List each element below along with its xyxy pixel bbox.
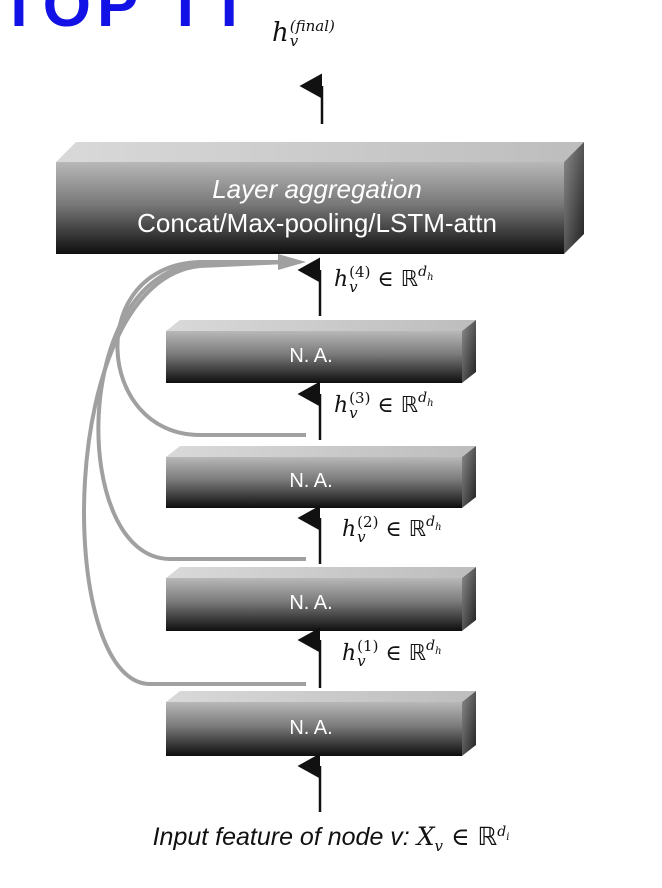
top-cropped-heading: TOP TT <box>0 0 255 40</box>
na-label-4: N. A. <box>289 345 333 367</box>
na-box-1-side <box>462 691 476 756</box>
na-box-3-side <box>462 446 476 508</box>
hidden-label-2: h(2)v ∈ ℝdh <box>342 514 442 545</box>
input-caption-exp-sub: i <box>506 831 510 843</box>
na-box-4-side <box>462 320 476 383</box>
hidden-label-2-rel: ∈ <box>385 517 402 542</box>
hidden-label-3-exp: d <box>418 390 428 406</box>
hidden-label-3-space: ℝ <box>400 393 419 418</box>
hidden-label-1: h(1)v ∈ ℝdh <box>342 638 442 669</box>
aggregation-box-front <box>56 162 564 254</box>
na-label-1: N. A. <box>289 717 333 739</box>
hidden-label-3-base: h <box>334 393 349 418</box>
na-box-1-front <box>166 702 462 756</box>
na-box-4-top <box>166 320 476 331</box>
skip-arrowhead <box>278 254 306 270</box>
hidden-label-1-rel: ∈ <box>385 641 402 666</box>
na-box-1-top <box>166 691 476 702</box>
hidden-label-3-sub: v <box>349 404 358 422</box>
na-box-2-top <box>166 567 476 578</box>
hidden-label-1-exp: d <box>426 638 436 654</box>
vertical-arrows <box>297 73 324 812</box>
na-box-3-top <box>166 446 476 457</box>
skip-arrow-from-layer1 <box>82 260 306 686</box>
skip-arrow-from-layer3 <box>115 260 306 437</box>
hidden-label-4-sub: v <box>349 278 358 296</box>
input-caption-math-base: X <box>416 822 435 851</box>
hidden-label-2-sup: (2) <box>357 513 379 531</box>
aggregation-box <box>56 142 584 254</box>
input-caption-text: Input feature of node v: <box>152 823 417 851</box>
na-label-3: N. A. <box>289 470 333 492</box>
na-box-4-front <box>166 331 462 383</box>
hidden-label-1-sub: v <box>357 652 366 670</box>
hidden-label-2-exp: d <box>426 514 436 530</box>
hidden-label-1-exp-sub: h <box>435 645 442 657</box>
hidden-label-4-sup: (4) <box>349 263 371 281</box>
aggregation-box-side <box>564 142 584 254</box>
na-box-2-side <box>462 567 476 631</box>
input-caption-rel: ∈ <box>450 822 470 851</box>
hidden-label-3: h(3)v ∈ ℝdh <box>334 390 434 421</box>
na-box-1 <box>166 691 476 756</box>
hidden-label-2-base: h <box>342 517 357 542</box>
hidden-label-3-sup: (3) <box>349 389 371 407</box>
input-caption-math-sub: v <box>434 837 443 855</box>
aggregation-subtitle: Concat/Max-pooling/LSTM-attn <box>137 208 497 238</box>
output-label-sup: (final) <box>289 17 335 35</box>
hidden-label-4-rel: ∈ <box>377 267 394 292</box>
output-label: h(final)v <box>272 18 335 49</box>
input-caption-space: ℝ <box>477 822 498 851</box>
hidden-label-4-exp: d <box>418 264 428 280</box>
output-label-base: h <box>272 18 289 48</box>
hidden-label-3-exp-sub: h <box>427 397 434 409</box>
hidden-label-4-exp-sub: h <box>427 271 434 283</box>
hidden-label-2-sub: v <box>357 528 366 546</box>
input-caption: Input feature of node v: Xv ∈ ℝdi <box>0 822 662 855</box>
hidden-label-1-sup: (1) <box>357 637 379 655</box>
hidden-label-4: h(4)v ∈ ℝdh <box>334 264 434 295</box>
aggregation-box-top <box>56 142 584 162</box>
hidden-label-4-base: h <box>334 267 349 292</box>
na-box-4 <box>166 320 476 383</box>
hidden-label-2-exp-sub: h <box>435 521 442 533</box>
skip-connections <box>82 260 306 686</box>
aggregation-title: Layer aggregation <box>212 174 422 204</box>
hidden-label-1-base: h <box>342 641 357 666</box>
hidden-label-1-space: ℝ <box>408 641 427 666</box>
hidden-label-4-space: ℝ <box>400 267 419 292</box>
na-box-3 <box>166 446 476 508</box>
output-label-sub: v <box>289 32 299 50</box>
na-box-2-front <box>166 578 462 631</box>
hidden-label-2-space: ℝ <box>408 517 427 542</box>
hidden-label-3-rel: ∈ <box>377 393 394 418</box>
skip-arrow-from-layer2 <box>96 260 306 561</box>
na-label-2: N. A. <box>289 592 333 614</box>
na-box-3-front <box>166 457 462 508</box>
input-caption-exp: d <box>497 823 507 840</box>
na-box-2 <box>166 567 476 631</box>
